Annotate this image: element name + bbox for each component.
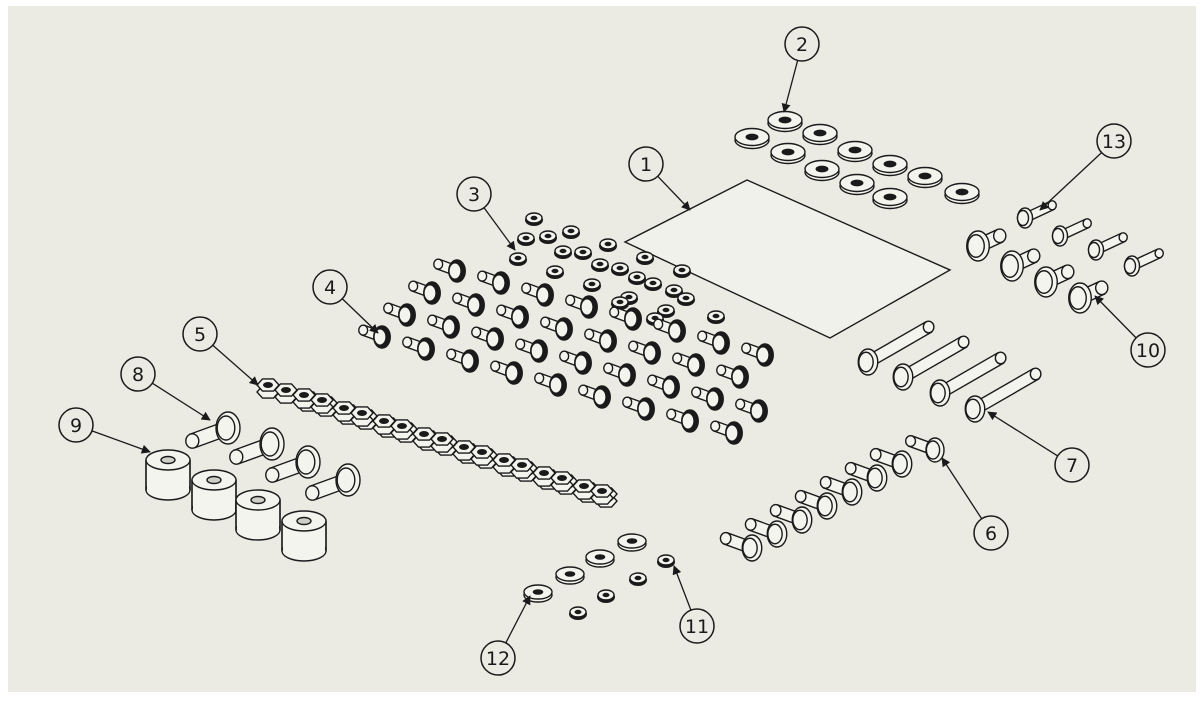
callout-balloon-2: 2 xyxy=(784,26,820,62)
callout-number-5: 5 xyxy=(194,324,206,346)
callout-balloon-10: 10 xyxy=(1130,332,1166,368)
callout-number-12: 12 xyxy=(486,648,510,670)
callout-balloon-7: 7 xyxy=(1054,447,1090,483)
callout-balloon-11: 11 xyxy=(679,608,715,644)
callout-circle-9 xyxy=(58,407,94,443)
part-group-8-flangebolts xyxy=(185,411,361,501)
callout-balloon-12: 12 xyxy=(480,640,516,676)
callout-number-8: 8 xyxy=(132,364,144,386)
callout-balloon-9: 9 xyxy=(58,407,94,443)
leader-line-2 xyxy=(781,60,799,113)
callout-circle-2 xyxy=(784,26,820,62)
part-group-10-flangenuts xyxy=(966,228,1109,314)
callout-circle-13 xyxy=(1096,123,1132,159)
leader-line-10 xyxy=(1094,295,1137,339)
leader-line-5 xyxy=(212,344,259,386)
part-group-5-hexnuts xyxy=(256,378,618,508)
parts-layer xyxy=(145,110,1164,620)
callout-circle-7 xyxy=(1054,447,1090,483)
callout-number-7: 7 xyxy=(1066,455,1078,477)
callout-number-1: 1 xyxy=(640,154,652,176)
leader-lines xyxy=(91,60,1137,644)
callout-balloon-8: 8 xyxy=(120,356,156,392)
part-group-4-bolts xyxy=(358,258,774,445)
callout-circle-4 xyxy=(312,269,348,305)
callout-circle-3 xyxy=(456,176,492,212)
callout-balloon-3: 3 xyxy=(456,176,492,212)
callout-number-9: 9 xyxy=(70,415,82,437)
callout-circle-12 xyxy=(480,640,516,676)
callout-number-4: 4 xyxy=(324,277,336,299)
callout-balloon-5: 5 xyxy=(182,316,218,352)
leader-line-11 xyxy=(672,565,692,611)
part-group-3-nuts xyxy=(509,212,725,326)
callout-number-13: 13 xyxy=(1102,131,1126,153)
leader-line-3 xyxy=(483,207,516,251)
part-group-6-hexbolts xyxy=(719,435,945,562)
leader-line-12 xyxy=(505,595,531,644)
callout-number-2: 2 xyxy=(796,34,808,56)
callout-number-6: 6 xyxy=(985,523,997,545)
part-group-7-longbolts xyxy=(857,320,1042,423)
callout-number-3: 3 xyxy=(468,184,480,206)
callout-balloon-4: 4 xyxy=(312,269,348,305)
leader-line-6 xyxy=(941,457,983,520)
part-group-9-spacers xyxy=(145,449,327,562)
callout-circle-11 xyxy=(679,608,715,644)
callout-circle-8 xyxy=(120,356,156,392)
callout-balloon-1: 1 xyxy=(628,146,664,182)
part-group-1-gasket xyxy=(623,179,952,339)
callout-circle-5 xyxy=(182,316,218,352)
part-group-13-screws xyxy=(1016,200,1164,277)
part-group-2-washers xyxy=(734,110,980,210)
callout-balloon-6: 6 xyxy=(973,515,1009,551)
part-group-11-smallnuts xyxy=(569,554,675,620)
callout-circle-1 xyxy=(628,146,664,182)
callout-circle-6 xyxy=(973,515,1009,551)
callout-circle-10 xyxy=(1130,332,1166,368)
leader-line-1 xyxy=(657,175,691,211)
leader-line-9 xyxy=(91,430,151,454)
leader-line-8 xyxy=(151,382,211,421)
callout-balloon-13: 13 xyxy=(1096,123,1132,159)
callout-number-11: 11 xyxy=(685,616,709,638)
callout-number-10: 10 xyxy=(1136,340,1160,362)
leader-line-7 xyxy=(987,411,1058,457)
leader-line-13 xyxy=(1039,152,1103,211)
leader-line-4 xyxy=(341,298,379,334)
part-group-12-washers xyxy=(523,533,647,603)
